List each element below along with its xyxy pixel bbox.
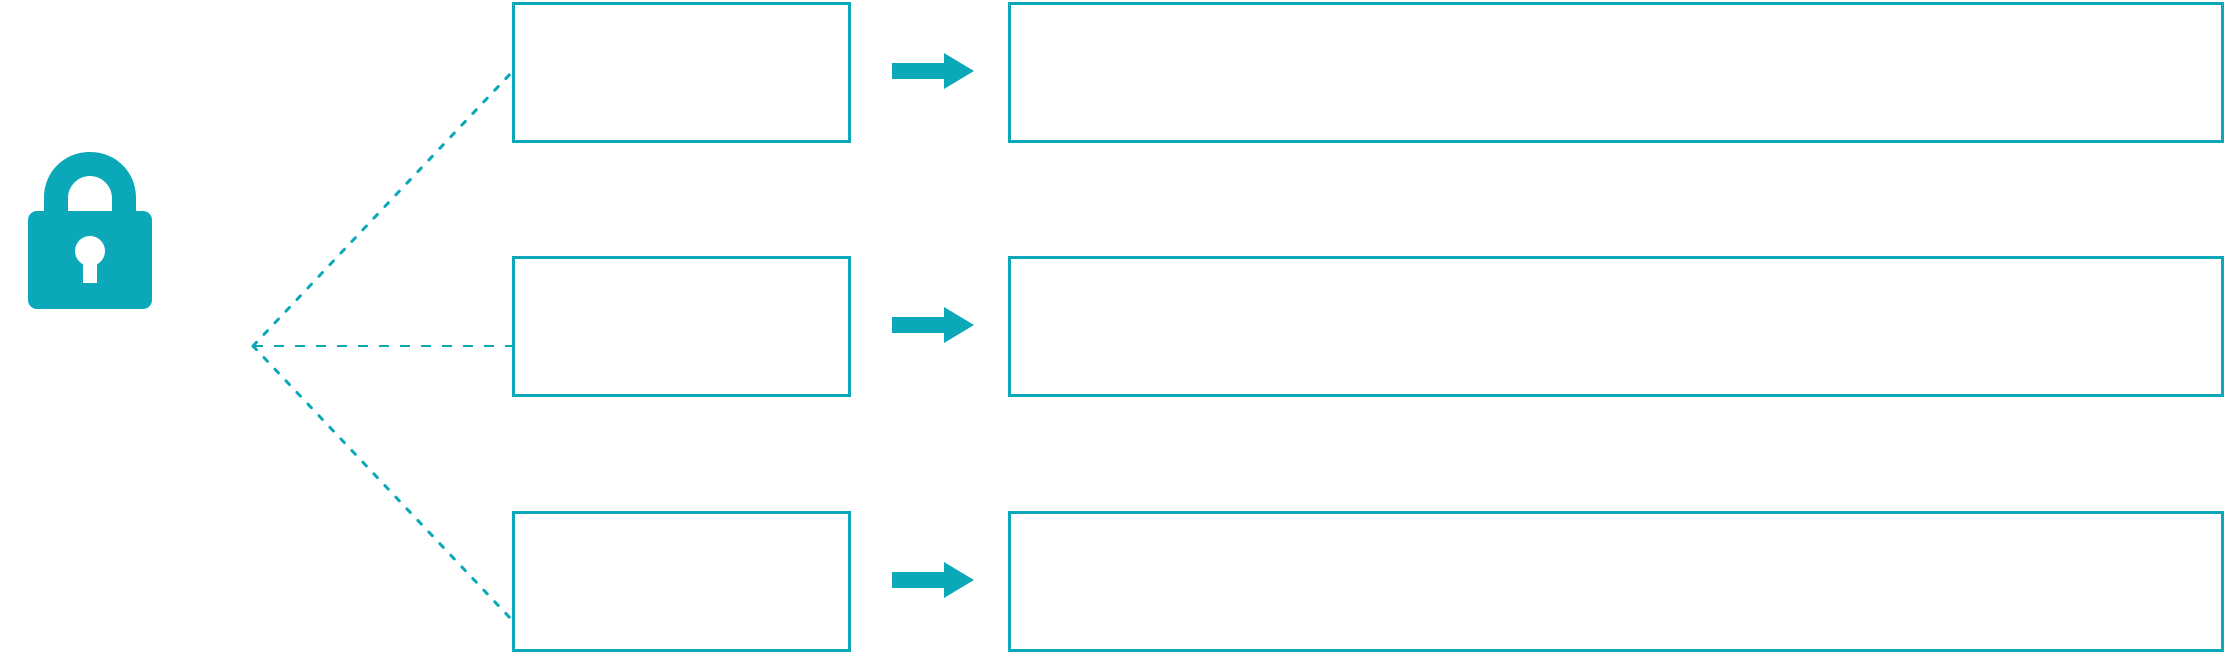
diagram-row — [0, 254, 2229, 398]
right-arrow-icon — [892, 307, 974, 343]
row-1-small-box[interactable] — [512, 2, 851, 143]
row-2-small-box[interactable] — [512, 256, 851, 397]
right-arrow-icon — [892, 53, 974, 89]
diagram-row — [0, 0, 2229, 144]
row-3-large-box[interactable] — [1008, 511, 2224, 652]
row-1-large-box[interactable] — [1008, 2, 2224, 143]
right-arrow-icon — [892, 562, 974, 598]
row-3-small-box[interactable] — [512, 511, 851, 652]
diagram-row — [0, 509, 2229, 653]
lock-icon — [20, 148, 160, 313]
row-2-large-box[interactable] — [1008, 256, 2224, 397]
